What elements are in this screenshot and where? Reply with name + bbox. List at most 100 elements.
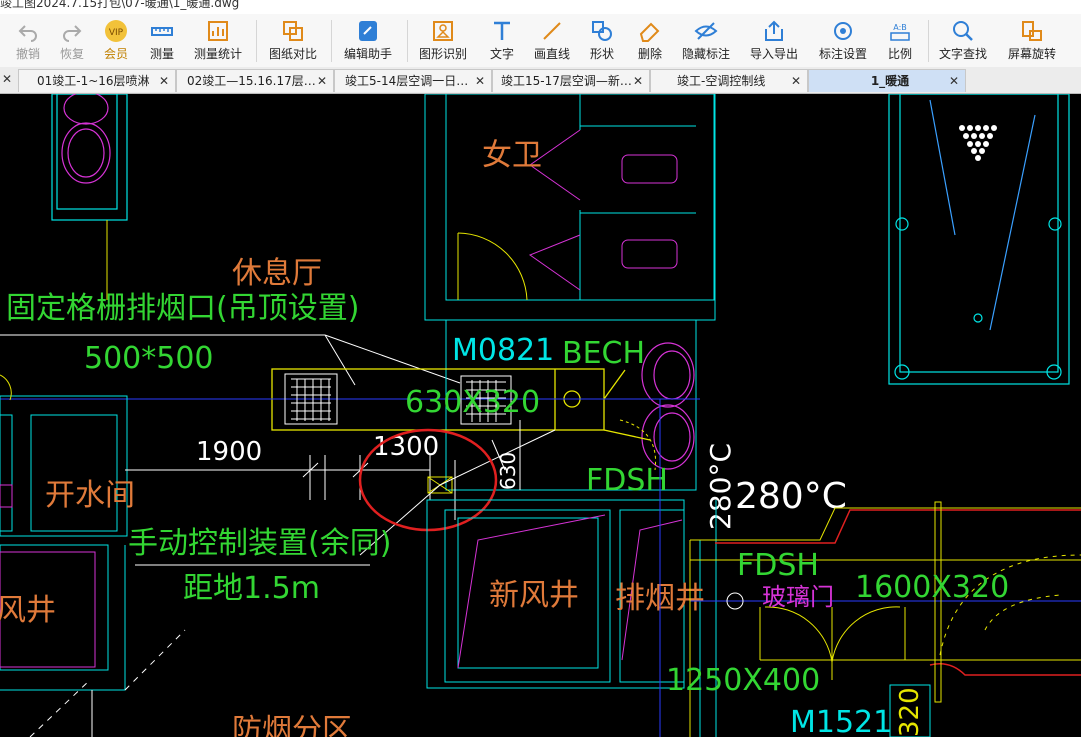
window-title: 竣工图2024.7.15打包\07-暖通\1_暖通.dwg bbox=[0, 0, 240, 10]
ruler-icon bbox=[151, 27, 173, 36]
undo-button[interactable]: 撤销 bbox=[8, 14, 48, 67]
text-search-button[interactable]: 文字查找 bbox=[934, 14, 992, 67]
room-label-water-room: 开水间 bbox=[45, 478, 135, 513]
toolbar-separator bbox=[331, 20, 332, 62]
shape-recognize-icon bbox=[433, 21, 453, 41]
measure-button[interactable]: 测量 bbox=[142, 14, 182, 67]
dimension-label: 630 bbox=[496, 452, 520, 490]
eraser-icon bbox=[639, 22, 660, 42]
toolbar: 撤销 恢复 VIP 会员 测量 测量统计 图纸对比 编辑助手 图形识别 文字 画… bbox=[0, 14, 1081, 68]
room-label-left-shaft: 风井 bbox=[0, 593, 56, 628]
annotation-glass-door: 玻璃门 bbox=[762, 583, 834, 611]
tab-document[interactable]: 竣工15-17层空调—新…✕ bbox=[492, 69, 650, 92]
wall-outline bbox=[0, 395, 128, 691]
annotation-grille-title: 固定格栅排烟口(吊顶设置) bbox=[6, 291, 359, 326]
text-tool-button[interactable]: 文字 bbox=[482, 14, 522, 67]
svg-text:A:B: A:B bbox=[893, 23, 907, 32]
import-export-button[interactable]: 导入导出 bbox=[744, 14, 804, 67]
sink-fixture bbox=[51, 94, 128, 221]
leader-line bbox=[359, 429, 556, 556]
wall-outline bbox=[889, 684, 931, 737]
settings-icon bbox=[834, 22, 852, 40]
text-icon bbox=[494, 21, 510, 40]
room-label-lounge: 休息厅 bbox=[232, 256, 322, 291]
text-search-icon bbox=[953, 21, 973, 41]
measure-stats-button[interactable]: 测量统计 bbox=[190, 14, 246, 67]
tab-close-icon[interactable]: ✕ bbox=[474, 74, 485, 88]
shape-recognize-button[interactable]: 图形识别 bbox=[414, 14, 472, 67]
redo-icon bbox=[63, 25, 82, 42]
tab-close-icon[interactable]: ✕ bbox=[948, 74, 959, 88]
annotation-door-code: M1521 bbox=[790, 705, 892, 737]
rotate-icon bbox=[1022, 21, 1042, 41]
tab-close-icon[interactable]: ✕ bbox=[790, 74, 801, 88]
document-tab-bar: ✕ 01竣工-1~16层喷淋✕ 02竣工—15.16.17层…✕ 竣工5-14层… bbox=[0, 67, 1081, 94]
compare-button[interactable]: 图纸对比 bbox=[264, 14, 322, 67]
tab-close-icon[interactable]: ✕ bbox=[632, 74, 643, 88]
edit-assistant-icon bbox=[359, 21, 377, 41]
close-icon[interactable]: ✕ bbox=[2, 72, 13, 86]
chart-icon bbox=[208, 21, 228, 41]
vip-button[interactable]: VIP 会员 bbox=[96, 14, 136, 67]
canvas-background bbox=[0, 94, 1081, 737]
grille-exhaust-vent bbox=[284, 373, 512, 425]
toolbar-separator bbox=[256, 20, 257, 62]
hidden-line bbox=[29, 629, 186, 737]
line-icon bbox=[543, 22, 561, 40]
annotation-grille-size: 500*500 bbox=[84, 341, 214, 376]
export-icon bbox=[765, 20, 783, 41]
fixture-outline bbox=[0, 484, 13, 508]
compare-icon bbox=[283, 21, 303, 41]
draw-line-button[interactable]: 画直线 bbox=[530, 14, 574, 67]
eye-hide-icon bbox=[694, 22, 718, 40]
delete-button[interactable]: 删除 bbox=[630, 14, 670, 67]
annotation-temperature: 280°C bbox=[704, 443, 737, 530]
edit-assistant-button[interactable]: 编辑助手 bbox=[339, 14, 397, 67]
shape-button[interactable]: 形状 bbox=[582, 14, 622, 67]
screen-rotate-button[interactable]: 屏幕旋转 bbox=[1002, 14, 1062, 67]
wall-outline bbox=[445, 319, 697, 491]
room-label-smoke-zone: 防烟分区 bbox=[232, 713, 352, 737]
smoke-duct bbox=[689, 501, 1081, 737]
vip-icon: VIP bbox=[105, 20, 127, 42]
tab-document[interactable]: 竣工5-14层空调一日…✕ bbox=[334, 69, 492, 92]
annotation-door-code: M0821 bbox=[452, 333, 554, 368]
tab-close-icon[interactable]: ✕ bbox=[158, 74, 169, 88]
dimension-label: 1300 bbox=[373, 432, 439, 462]
annotation-bech: BECH bbox=[562, 336, 645, 371]
highlight-circle bbox=[358, 428, 498, 532]
tab-document[interactable]: 竣工-空调控制线✕ bbox=[650, 69, 808, 92]
annotation-manual-height: 距地1.5m bbox=[183, 571, 320, 606]
window-title-bar: 竣工图2024.7.15打包\07-暖通\1_暖通.dwg bbox=[0, 0, 1081, 14]
toolbar-separator bbox=[407, 20, 408, 62]
flex-duct bbox=[619, 419, 657, 471]
shape-icon bbox=[592, 21, 612, 41]
svg-text:VIP: VIP bbox=[109, 28, 124, 38]
leader-line bbox=[324, 334, 461, 386]
billiard-table bbox=[888, 94, 1070, 385]
annotation-duct-size: 1600X320 bbox=[855, 570, 1009, 605]
annotation-duct-size: 1250X400 bbox=[666, 663, 820, 698]
tab-document-active[interactable]: 1_暖通✕ bbox=[808, 69, 966, 92]
hide-annotations-button[interactable]: 隐藏标注 bbox=[678, 14, 734, 67]
dimension-line bbox=[125, 420, 521, 520]
annotation-fdsh: FDSH bbox=[586, 463, 668, 498]
valve-symbol bbox=[726, 592, 744, 610]
undo-icon bbox=[18, 25, 37, 42]
room-label-womens-wc: 女卫 bbox=[482, 138, 542, 173]
tab-close-icon[interactable]: ✕ bbox=[316, 74, 327, 88]
dimension-label: 320 bbox=[895, 687, 925, 737]
annotation-temperature-large: 280°C bbox=[735, 476, 847, 517]
annotation-fdsh: FDSH bbox=[737, 548, 819, 583]
scale-icon: A:B bbox=[890, 23, 910, 41]
womens-restroom bbox=[424, 94, 716, 321]
tab-document[interactable]: 02竣工—15.16.17层…✕ bbox=[176, 69, 334, 92]
manual-control-device[interactable] bbox=[427, 476, 453, 494]
drawing-canvas[interactable]: 女卫 休息厅 固定格栅排烟口(吊顶设置) 500*500 M0821 BECH bbox=[0, 94, 1081, 737]
annotation-manual-title: 手动控制装置(余同) bbox=[128, 526, 391, 561]
tab-document[interactable]: 01竣工-1~16层喷淋✕ bbox=[18, 69, 176, 92]
dimension-label: 1900 bbox=[196, 437, 262, 467]
redo-button[interactable]: 恢复 bbox=[52, 14, 92, 67]
annotation-settings-button[interactable]: 标注设置 bbox=[814, 14, 872, 67]
scale-button[interactable]: A:B 比例 bbox=[880, 14, 920, 67]
